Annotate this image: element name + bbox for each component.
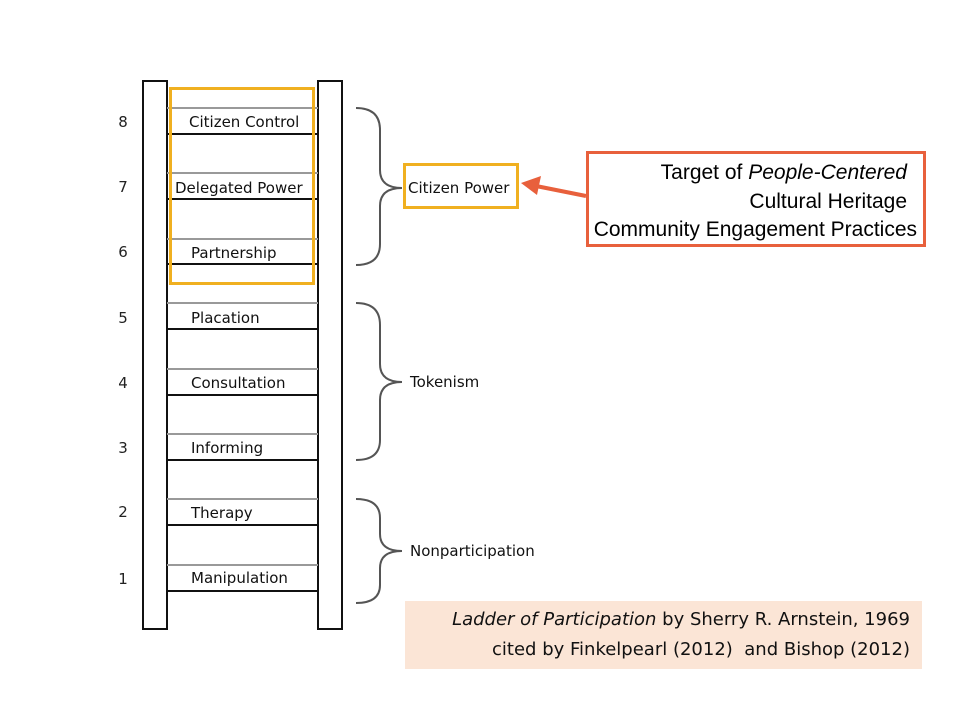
arrow-head: [521, 176, 541, 195]
rung-label-citizen-control: Citizen Control: [189, 113, 300, 131]
ladder-rungs: [167, 107, 318, 592]
target-line-1-emphasis: People-Centered: [748, 161, 907, 184]
citizen-power-highlight-box: [403, 163, 519, 209]
target-line-2: Cultural Heritage: [749, 190, 907, 213]
citation-box: Ladder of Participation by Sherry R. Arn…: [405, 601, 922, 669]
rung-number-6: 6: [118, 243, 128, 261]
arrow-line: [535, 184, 587, 198]
ladder-left-rail: [142, 80, 168, 630]
rung-number-7: 7: [118, 178, 128, 196]
rung-label-partnership: Partnership: [191, 244, 277, 262]
target-line-3: Community Engagement Practices: [593, 218, 917, 241]
brace-nonparticipation: [355, 498, 403, 604]
rung-number-1: 1: [118, 570, 128, 588]
rung-label-therapy: Therapy: [191, 504, 253, 522]
brace-citizen-power: [355, 107, 403, 266]
brace-tokenism: [355, 302, 403, 461]
group-label-nonparticipation: Nonparticipation: [410, 542, 535, 560]
citizen-power-highlight-frame: [169, 87, 315, 285]
rung-number-3: 3: [118, 439, 128, 457]
rung-label-informing: Informing: [191, 439, 264, 457]
rung-label-consultation: Consultation: [191, 374, 286, 392]
target-callout-box: Target of People-Centered Cultural Herit…: [586, 151, 926, 247]
rung-label-delegated-power: Delegated Power: [175, 179, 303, 197]
rung-label-placation: Placation: [191, 309, 260, 327]
rung-label-manipulation: Manipulation: [191, 569, 288, 587]
citation-author: by Sherry R. Arnstein, 1969: [656, 609, 910, 630]
target-line-1-prefix: Target of: [660, 161, 749, 184]
rung-number-2: 2: [118, 503, 128, 521]
citation-line-1: Ladder of Participation by Sherry R. Arn…: [452, 609, 910, 630]
citation-title: Ladder of Participation: [452, 609, 657, 630]
group-label-citizen-power: Citizen Power: [408, 179, 510, 197]
rung-number-4: 4: [118, 374, 128, 392]
citation-line-2: cited by Finkelpearl (2012) and Bishop (…: [492, 639, 910, 660]
rung-number-8: 8: [118, 113, 128, 131]
target-line-1: Target of People-Centered: [661, 161, 907, 185]
ladder-right-rail: [317, 80, 343, 630]
rung-number-5: 5: [118, 309, 128, 327]
group-label-tokenism: Tokenism: [410, 373, 480, 391]
